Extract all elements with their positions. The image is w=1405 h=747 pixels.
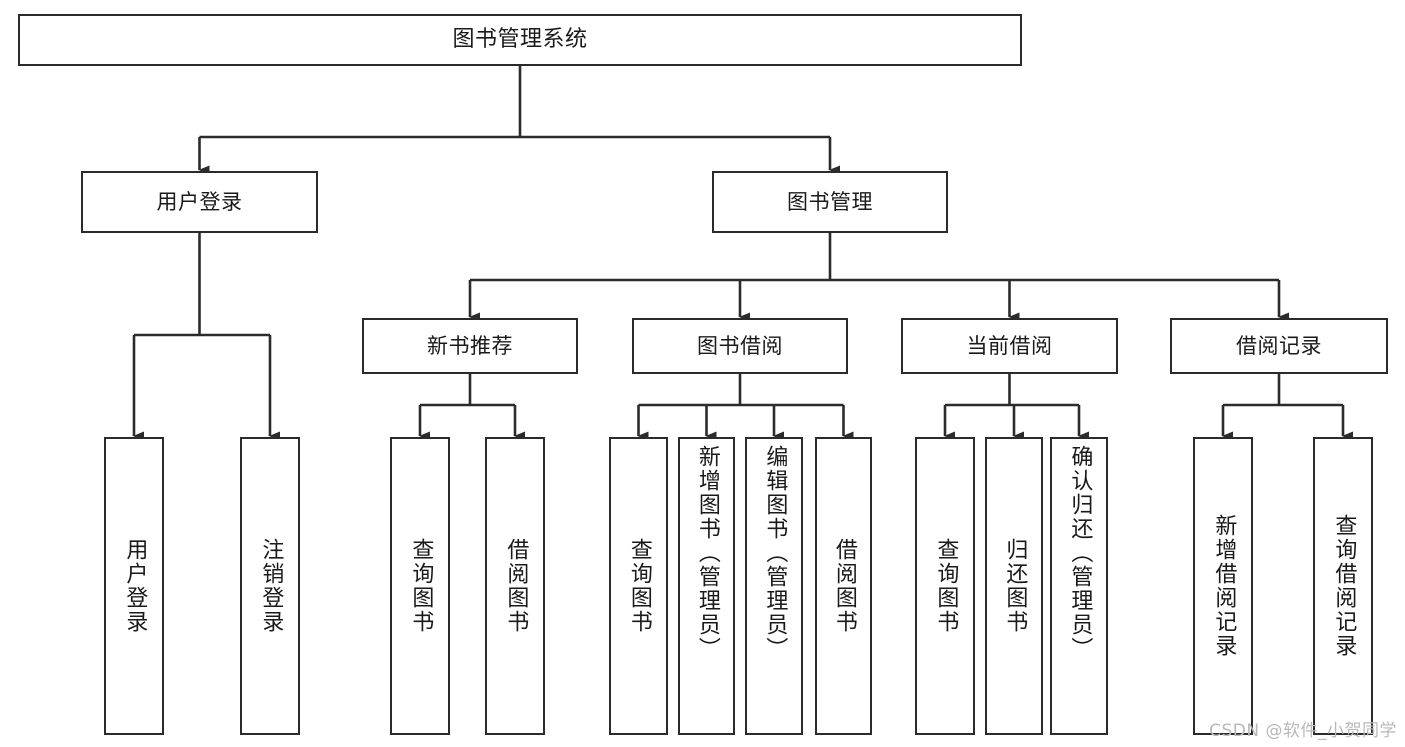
node-label-leaf-edit-book: 编辑图书（管理员） xyxy=(762,445,788,661)
node-book-manage[interactable]: 图书管理 xyxy=(712,171,948,233)
node-leaf-query-book-3[interactable]: 查询图书 xyxy=(915,437,975,735)
node-leaf-borrow-book-2[interactable]: 借阅图书 xyxy=(815,437,872,735)
node-leaf-user-login[interactable]: 用户登录 xyxy=(104,437,164,735)
node-leaf-query-book-1[interactable]: 查询图书 xyxy=(390,437,450,735)
node-borrow-record[interactable]: 借阅记录 xyxy=(1170,318,1388,374)
node-label-leaf-confirm-return: 确认归还（管理员） xyxy=(1067,445,1093,661)
node-label-leaf-borrow-book-2: 借阅图书 xyxy=(831,538,857,634)
node-label-leaf-borrow-book-1: 借阅图书 xyxy=(503,538,529,634)
node-label-current-borrow: 当前借阅 xyxy=(966,333,1053,358)
node-label-leaf-query-record: 查询借阅记录 xyxy=(1331,514,1357,658)
node-leaf-borrow-book-1[interactable]: 借阅图书 xyxy=(485,437,545,735)
node-leaf-query-record[interactable]: 查询借阅记录 xyxy=(1313,437,1373,735)
node-leaf-logout[interactable]: 注销登录 xyxy=(240,437,300,735)
node-book-borrow[interactable]: 图书借阅 xyxy=(632,318,848,374)
node-leaf-add-book[interactable]: 新增图书（管理员） xyxy=(678,437,735,735)
node-label-leaf-logout: 注销登录 xyxy=(258,538,284,634)
node-label-root: 图书管理系统 xyxy=(452,27,588,53)
node-label-new-book-rec: 新书推荐 xyxy=(427,333,513,358)
node-new-book-rec[interactable]: 新书推荐 xyxy=(362,318,578,374)
node-label-borrow-record: 借阅记录 xyxy=(1236,333,1322,358)
node-label-leaf-query-book-3: 查询图书 xyxy=(933,538,959,634)
node-root[interactable]: 图书管理系统 xyxy=(18,14,1022,66)
node-leaf-add-record[interactable]: 新增借阅记录 xyxy=(1193,437,1253,735)
node-user-login[interactable]: 用户登录 xyxy=(81,171,318,233)
node-label-book-borrow: 图书借阅 xyxy=(697,333,783,358)
node-current-borrow[interactable]: 当前借阅 xyxy=(901,318,1118,374)
node-label-leaf-query-book-2: 查询图书 xyxy=(626,538,652,634)
node-leaf-return-book[interactable]: 归还图书 xyxy=(985,437,1043,735)
node-label-leaf-add-record: 新增借阅记录 xyxy=(1211,514,1237,658)
node-leaf-query-book-2[interactable]: 查询图书 xyxy=(609,437,668,735)
node-leaf-edit-book[interactable]: 编辑图书（管理员） xyxy=(745,437,803,735)
node-label-leaf-add-book: 新增图书（管理员） xyxy=(694,445,720,661)
node-label-leaf-return-book: 归还图书 xyxy=(1002,538,1028,634)
node-label-leaf-user-login: 用户登录 xyxy=(122,538,148,634)
node-label-leaf-query-book-1: 查询图书 xyxy=(408,538,434,634)
node-label-book-manage: 图书管理 xyxy=(787,189,873,214)
node-label-user-login: 用户登录 xyxy=(156,189,243,214)
node-leaf-confirm-return[interactable]: 确认归还（管理员） xyxy=(1050,437,1108,735)
